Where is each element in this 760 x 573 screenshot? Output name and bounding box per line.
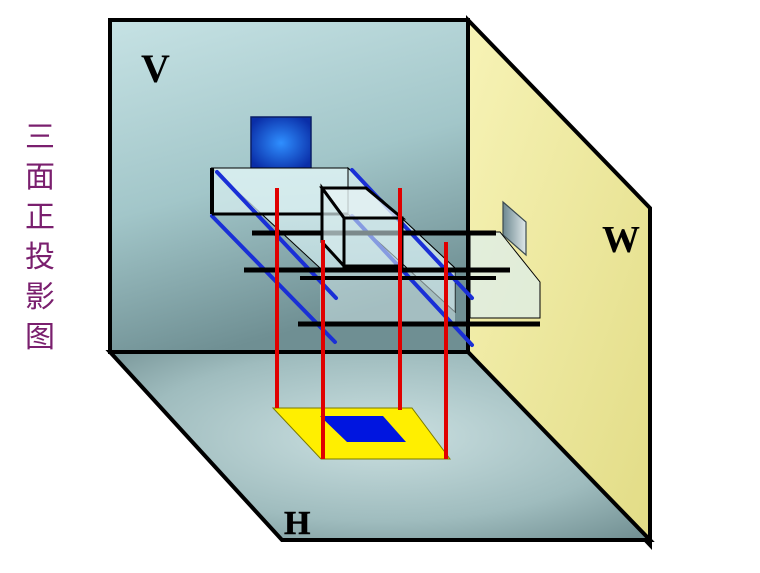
cube — [319, 183, 407, 270]
blue-projector-2 — [210, 214, 337, 344]
side-view-projection — [502, 200, 527, 257]
v-plane-label: V — [141, 46, 170, 91]
red-projectors — [275, 188, 448, 459]
front-view-projection — [250, 116, 312, 170]
h-plane-label: H — [284, 505, 310, 542]
side-title-char: 正 — [25, 200, 55, 235]
w-plane-label: W — [602, 219, 640, 261]
base-slab-bottom — [320, 268, 455, 322]
side-title-char: 图 — [25, 320, 55, 355]
side-title: 三 面 正 投 影 图 — [24, 118, 56, 358]
side-title-char: 三 — [25, 120, 55, 155]
cube-side — [342, 216, 404, 268]
side-title-char: 面 — [25, 160, 55, 195]
top-view-inner — [320, 416, 406, 442]
side-title-char: 影 — [25, 280, 55, 315]
side-title-char: 投 — [25, 240, 55, 275]
